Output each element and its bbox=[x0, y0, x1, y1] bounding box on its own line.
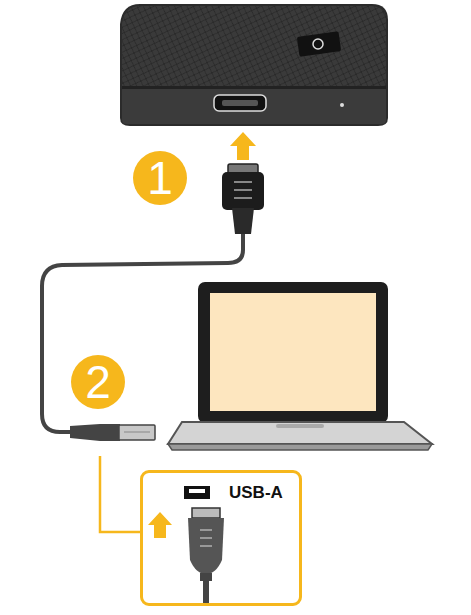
callout-number: 1 bbox=[133, 151, 187, 205]
insert-arrow bbox=[148, 512, 172, 538]
usb-a-plug bbox=[70, 424, 155, 441]
usb-a-port-symbol bbox=[184, 486, 210, 499]
usb-a-plug-end bbox=[188, 508, 224, 604]
callout-number: 2 bbox=[85, 359, 111, 405]
laptop bbox=[168, 282, 432, 450]
hard-drive bbox=[120, 4, 388, 126]
inset-box: USB-A bbox=[140, 470, 302, 606]
brand-logo bbox=[297, 31, 341, 57]
leader-line bbox=[100, 456, 140, 532]
callout-number: 1 bbox=[147, 155, 173, 201]
callout-number: 2 bbox=[71, 355, 125, 409]
insert-arrow bbox=[230, 132, 256, 160]
micro-b-plug bbox=[222, 164, 264, 234]
connector-label: USB-A bbox=[229, 483, 283, 503]
